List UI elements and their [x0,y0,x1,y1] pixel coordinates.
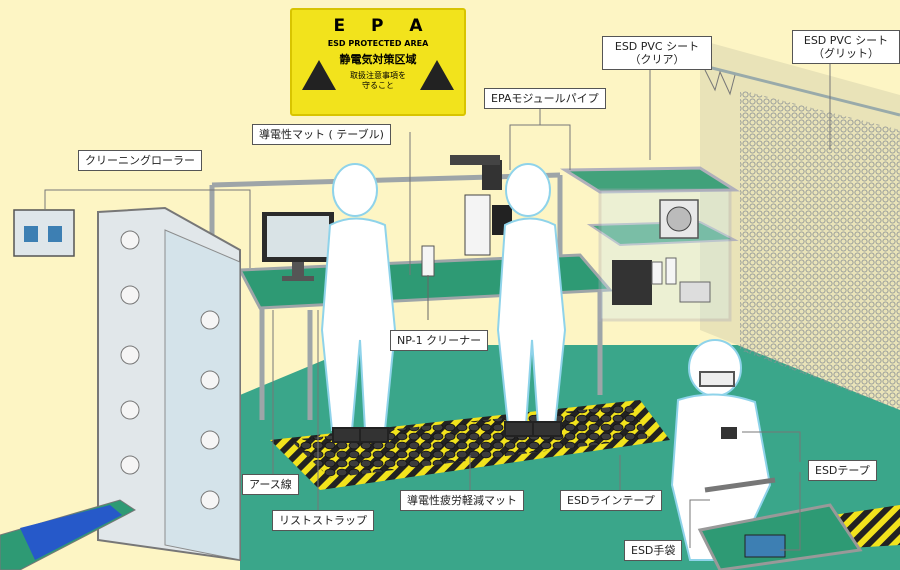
worker-front [670,339,772,561]
sign-title: E P A [333,16,433,36]
label-fatigue-mat: 導電性疲労軽減マット [400,490,524,511]
label-esd-tape: ESDテープ [808,460,877,481]
label-np1-cleaner: NP-1 クリーナー [390,330,489,351]
worker-right [496,163,567,437]
label-esd-gloves: ESD手袋 [624,540,683,561]
label-cleaning-roller: クリーニングローラー [78,150,202,171]
cart [697,477,863,570]
label-pvc-sheet-clear: ESD PVC シート （クリア） [602,36,712,70]
label-pvc-clear-line1: ESD PVC シート [614,40,700,53]
esd-warning-icon [420,60,454,90]
label-pvc-grid-line2: （グリット） [813,47,879,60]
label-esd-line-tape: ESDラインテープ [560,490,662,511]
label-pvc-grid-line1: ESD PVC シート [803,34,889,47]
sign-line-ja: 静電気対策区域 [339,53,417,66]
label-pvc-clear-line2: （クリア） [629,53,685,66]
sign-line-en: ESD PROTECTED AREA [327,39,429,48]
leader-lines [44,60,831,551]
sign-line-note2: 守ること [362,81,394,90]
worker-left [320,163,397,443]
label-pvc-sheet-grid: ESD PVC シート （グリット） [792,30,900,64]
pvc-grid-curtain [700,80,900,410]
sign-line-note1: 取扱注意事項を [350,71,406,80]
label-wrist-strap: リストストラップ [272,510,374,531]
esd-warning-icon [302,60,336,90]
shelf-unit [559,166,741,322]
monitor [262,212,334,281]
label-table-conductive-mat: 導電性マット ( テーブル) [252,124,391,145]
epa-warning-sign: E P A ESD PROTECTED AREA 静電気対策区域 取扱注意事項を… [290,8,466,116]
microscope [450,155,512,256]
cleaning-roller-holder [13,209,75,257]
air-shower-booth [97,206,241,562]
np1-cleaner [421,245,435,277]
label-module-pipe: EPAモジュールパイプ [484,88,606,109]
label-earth-wire: アース線 [242,474,299,495]
